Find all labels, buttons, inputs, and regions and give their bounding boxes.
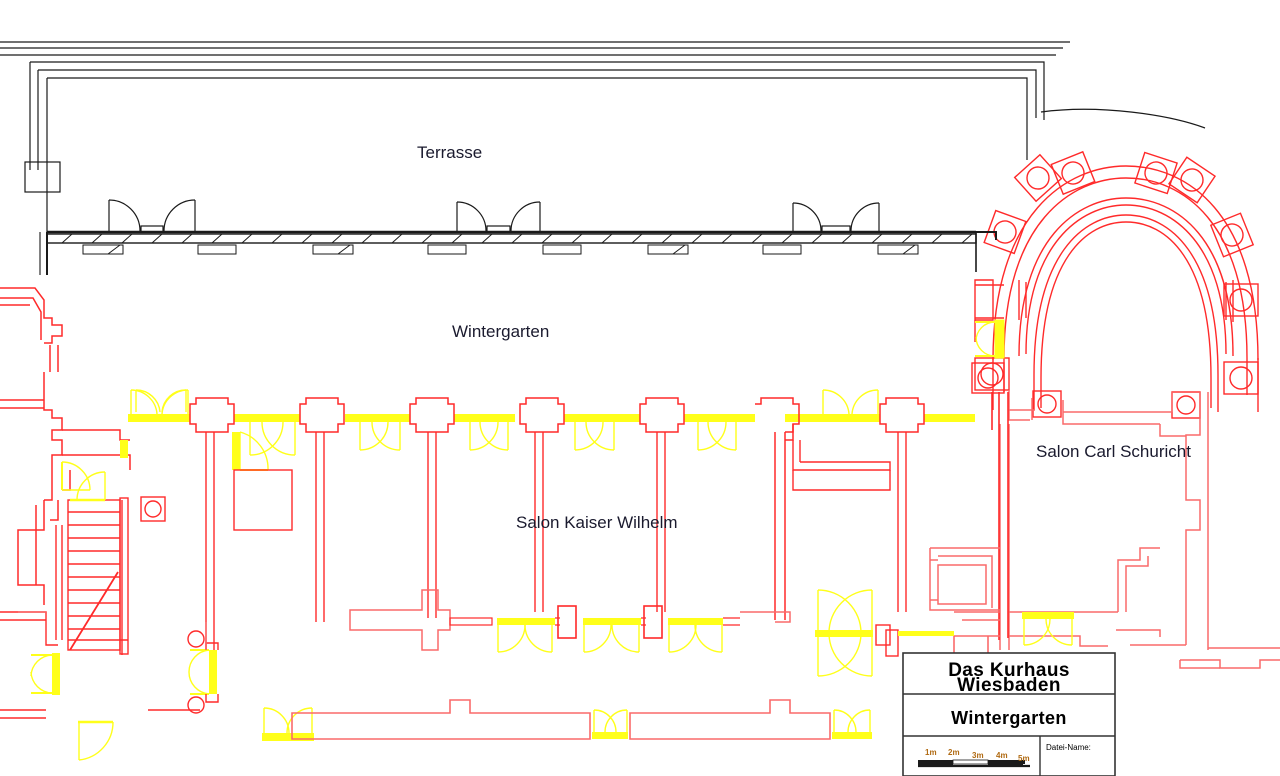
title-block-building-line1: Das Kurhaus <box>948 660 1070 681</box>
kaiser-bottom-openings <box>449 605 791 653</box>
left-wing-door-a <box>61 440 128 491</box>
scale-tick-3m: 3m <box>972 751 984 760</box>
bottom-right-corridor <box>954 547 1160 647</box>
terrace-glass-wall <box>39 230 977 275</box>
terrace-arc <box>1040 108 1206 129</box>
apse-door-opening <box>975 319 1005 359</box>
scale-tick-4m: 4m <box>996 751 1008 760</box>
label-salon-kaiser-wilhelm: Salon Kaiser Wilhelm <box>516 513 678 532</box>
terrace-door-swings <box>108 199 880 233</box>
colonnade-door-swings <box>249 421 737 456</box>
salon-carl-schuricht-walls-strong <box>991 392 1009 640</box>
scale-tick-2m: 2m <box>948 748 960 757</box>
label-terrasse: Terrasse <box>417 143 482 162</box>
bottom-right-rails <box>1116 629 1280 669</box>
colonnade-door-820 <box>822 389 879 415</box>
door-under-pilaster <box>232 431 293 531</box>
title-block-file-label: Datei-Name: <box>1046 743 1091 752</box>
left-wing-walls <box>0 287 131 605</box>
column-marker-left <box>140 496 166 522</box>
label-salon-carl-schuricht: Salon Carl Schuricht <box>1036 442 1191 461</box>
scale-tick-5m: 5m <box>1018 754 1030 763</box>
colonnade-yellow-band <box>128 414 975 422</box>
right-lower-room <box>929 547 1000 611</box>
apse-piers <box>974 279 1234 391</box>
center-butterfly-door <box>815 589 954 677</box>
left-wing-door-pair <box>135 389 187 413</box>
terrace-outline-group <box>0 41 1070 232</box>
title-block: Das Kurhaus Wiesbaden Wintergarten Datei… <box>902 652 1116 776</box>
interior-partition-block <box>792 440 891 491</box>
salon-carl-schuricht-walls <box>999 390 1280 650</box>
kaiser-wilhelm-bottom-wall <box>18 589 451 651</box>
bottom-right-door <box>1022 612 1074 646</box>
left-wing-lower-walls <box>0 611 58 719</box>
bottom-door-265 <box>262 707 314 741</box>
label-wintergarten: Wintergarten <box>452 322 549 341</box>
bottom-left-door <box>30 653 60 695</box>
title-block-building-line2: Wiesbaden <box>957 675 1061 696</box>
scale-bar: 1m 2m 3m 4m 5m <box>918 748 1030 768</box>
bottom-left-quarter-door <box>78 720 114 761</box>
bottom-corridor <box>291 699 872 740</box>
title-block-plan-name: Wintergarten <box>951 708 1067 728</box>
partitions-vertical <box>205 432 907 650</box>
colonnade-columns <box>189 397 925 433</box>
colonnade-pier-center <box>755 397 800 620</box>
staircase <box>55 497 129 655</box>
apse-rotunda <box>992 165 1259 412</box>
stair-landing-door <box>70 471 106 502</box>
scale-tick-1m: 1m <box>925 748 937 757</box>
apse-column-markers <box>971 150 1259 419</box>
bottom-center-left-door <box>187 630 219 714</box>
